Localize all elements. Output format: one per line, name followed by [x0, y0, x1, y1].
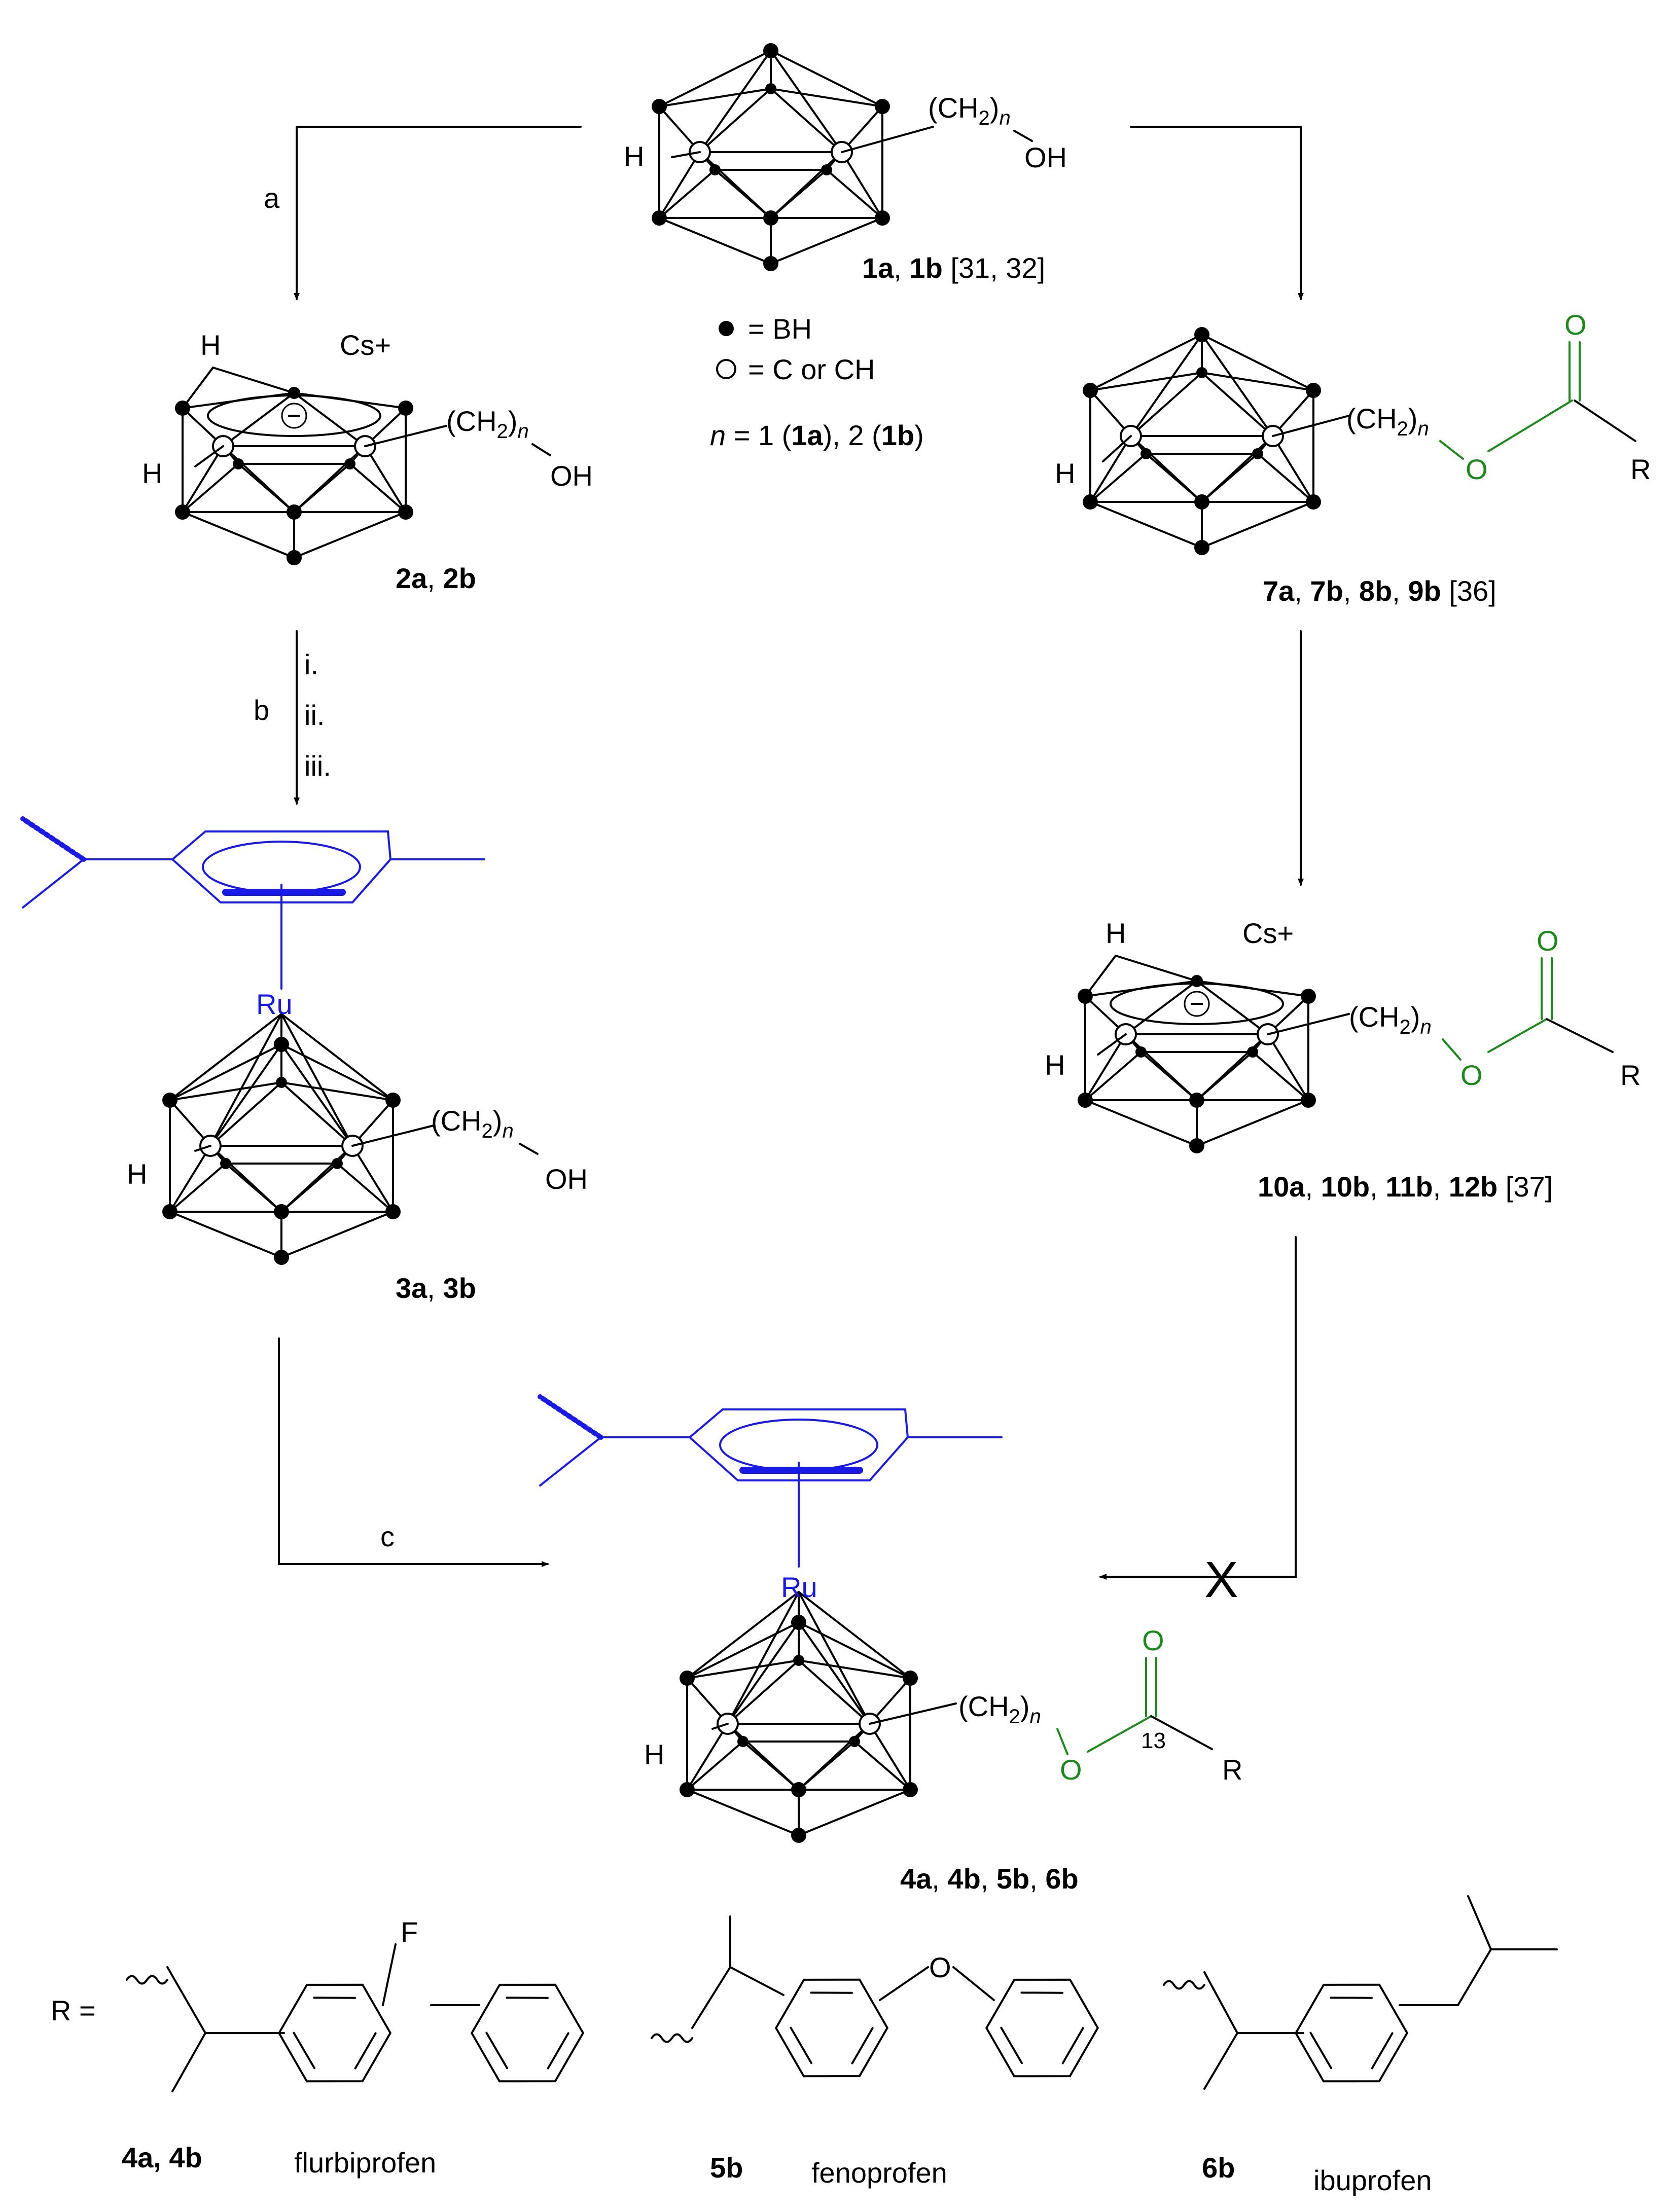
ester-group: [1439, 341, 1636, 460]
ch2n-group: (CH2)n: [958, 1690, 1041, 1728]
atom-ru: Ru: [781, 1571, 817, 1603]
blocked-mark: X: [1204, 1551, 1238, 1608]
cs-cation: Cs+: [340, 329, 391, 361]
arrow-blocked: [1099, 1236, 1297, 1580]
legend-bh: = BH: [748, 313, 812, 345]
atom-r: R: [1222, 1754, 1242, 1786]
c-symbol: [716, 359, 736, 379]
fenoprofen-structure: [651, 1915, 1113, 2101]
ibuprofen-structure: [1163, 1895, 1558, 2107]
step-1: i.: [304, 648, 318, 680]
ch2n-group: (CH2)n: [928, 92, 1011, 129]
compound-2: [174, 367, 447, 566]
compound-3: [23, 819, 484, 1266]
label-7: 7a, 7b, 8b, 9b [36]: [1263, 575, 1496, 607]
atom-h-bridge: H: [200, 329, 221, 361]
ch2n-group: (CH2)n: [431, 1105, 514, 1142]
ch2n-group: (CH2)n: [1346, 403, 1429, 440]
atom-h: H: [142, 457, 162, 489]
label-4: 4a, 4b, 5b, 6b: [900, 1863, 1079, 1895]
fenoprofen-label: 5b: [710, 2152, 743, 2184]
atom-o-ester: O: [1460, 1059, 1483, 1091]
atom-ru: Ru: [256, 988, 293, 1020]
ch2n-group: (CH2)n: [446, 405, 529, 443]
arrow-1-to-7: [1130, 126, 1304, 300]
arrow-a: [294, 126, 582, 300]
label-1: 1a, 1b [31, 32]: [862, 252, 1045, 284]
compound-7: [1082, 326, 1350, 556]
ibuprofen-name: ibuprofen: [1313, 2164, 1432, 2196]
label-10: 10a, 10b, 11b, 12b [37]: [1258, 1171, 1553, 1203]
compound-10: [1077, 955, 1350, 1154]
atom-h: H: [127, 1158, 147, 1190]
atom-oh: OH: [1024, 141, 1067, 173]
compound-1: [651, 42, 934, 272]
atom-h: H: [1045, 1049, 1065, 1081]
step-3: iii.: [304, 750, 331, 782]
atom-h-bridge: H: [1106, 917, 1126, 949]
compound-4: [540, 1397, 1002, 1844]
atom-h: H: [624, 140, 644, 172]
atom-r: R: [1620, 1059, 1641, 1091]
label-3: 3a, 3b: [396, 1272, 476, 1304]
step-2: ii.: [304, 699, 325, 731]
legend-n: n = 1 (1a), 2 (1b): [710, 419, 924, 451]
atom-oh: OH: [550, 460, 593, 492]
c13-label: 13: [1141, 1728, 1166, 1753]
bh-symbol: [719, 321, 734, 336]
atom-h: H: [644, 1738, 664, 1770]
atom-o-ester: O: [1060, 1754, 1082, 1786]
atom-o-carbonyl: O: [1537, 925, 1559, 957]
legend-c: = C or CH: [748, 353, 875, 385]
atom-h: H: [1055, 457, 1075, 489]
flurbiprofen-label: 4a, 4b: [122, 2142, 202, 2173]
atom-o-ester: O: [1466, 453, 1488, 485]
r-prefix: R =: [51, 1995, 96, 2026]
arrow-a-label: a: [264, 182, 280, 214]
ch2n-group: (CH2)n: [1349, 1001, 1432, 1038]
atom-f: F: [401, 1916, 418, 1948]
ibuprofen-label: 6b: [1202, 2152, 1235, 2184]
atom-o-carbonyl: O: [1564, 309, 1587, 341]
atom-o: O: [929, 1951, 951, 1983]
arrow-c: [278, 1337, 549, 1567]
flurbiprofen-structure: [126, 1943, 598, 2107]
ester-group: [1056, 1657, 1213, 1755]
flurbiprofen-name: flurbiprofen: [294, 2147, 436, 2179]
label-2: 2a, 2b: [396, 562, 476, 594]
ester-group: [1442, 957, 1614, 1061]
atom-o-carbonyl: O: [1142, 1624, 1164, 1656]
atom-r: R: [1630, 453, 1651, 485]
cs-cation: Cs+: [1242, 917, 1294, 949]
fenoprofen-name: fenoprofen: [811, 2157, 947, 2189]
arrow-b-label: b: [254, 694, 269, 726]
arrow-c-label: c: [380, 1520, 395, 1552]
atom-oh: OH: [545, 1163, 588, 1195]
